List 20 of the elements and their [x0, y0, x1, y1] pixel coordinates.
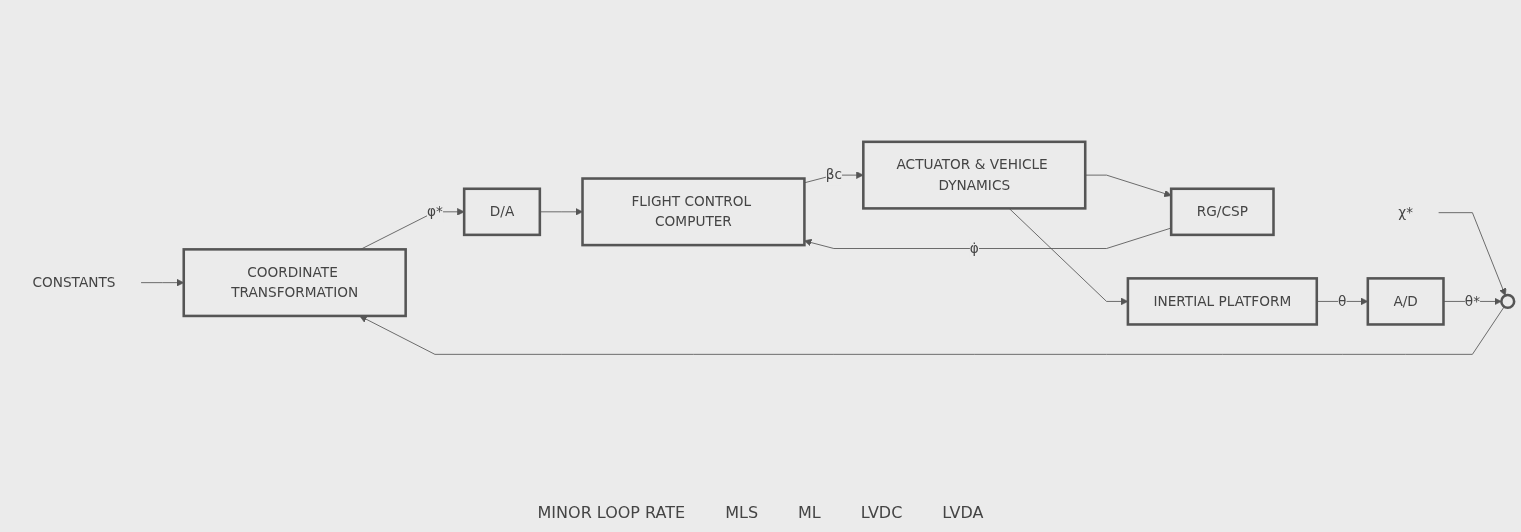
note-label: LVDC	[860, 503, 903, 522]
node-circle	[1500, 294, 1516, 310]
note-label: ML	[798, 503, 821, 522]
node-box: ACTUATOR & VEHICLE DYNAMICS	[862, 140, 1087, 211]
node-text: χ*	[1398, 204, 1414, 221]
edge-label: φ̇	[969, 240, 979, 257]
node-box: RG/CSP	[1169, 187, 1275, 237]
edge-label: θ	[1338, 293, 1347, 310]
note-label: MLS	[725, 503, 759, 522]
node-box: A/D	[1366, 277, 1445, 327]
node-box: COORDINATE TRANSFORMATION	[182, 248, 407, 318]
note-label: MINOR LOOP RATE	[537, 503, 686, 522]
node-text: CONSTANTS	[32, 274, 116, 291]
node-box: FLIGHT CONTROL COMPUTER	[581, 177, 806, 247]
edge-label: φ*	[426, 203, 443, 220]
edge-label: θ*	[1464, 293, 1481, 310]
note-label: LVDA	[942, 503, 984, 522]
node-box: INERTIAL PLATFORM	[1126, 277, 1319, 327]
node-box: D/A	[462, 187, 542, 237]
edge-label: βc	[825, 166, 842, 184]
